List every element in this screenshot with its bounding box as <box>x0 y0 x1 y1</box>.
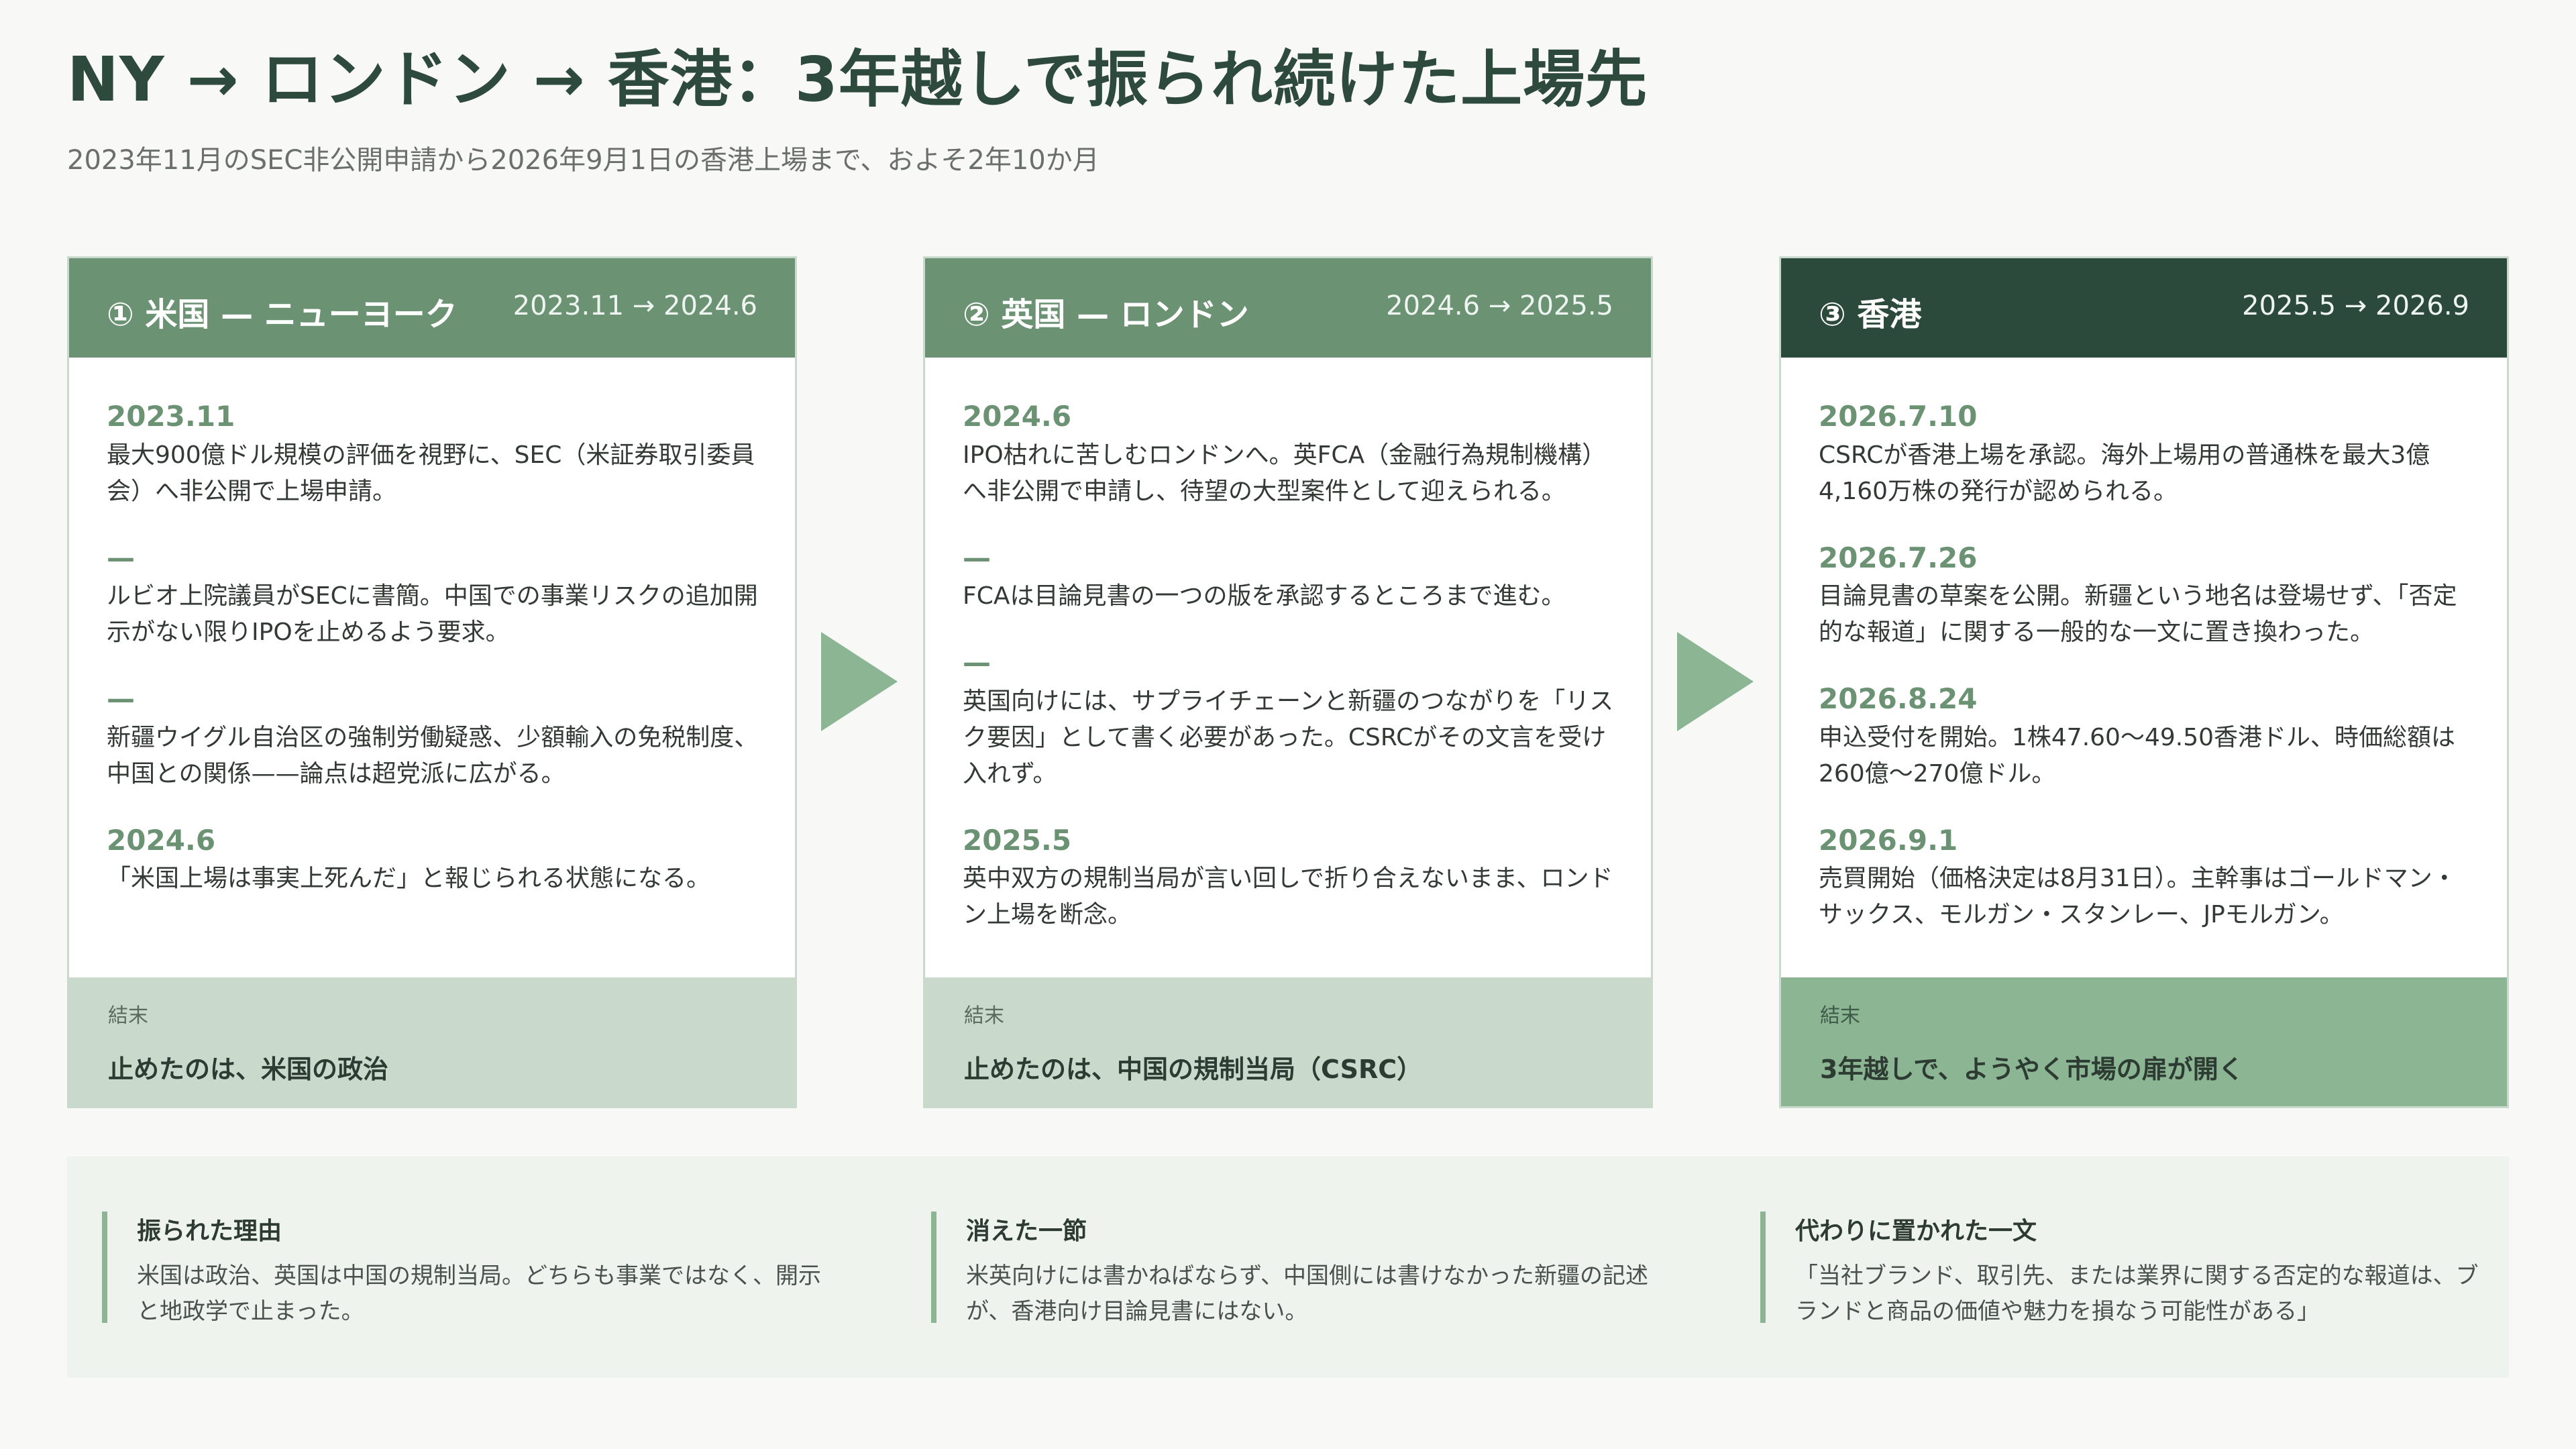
event-text: CSRCが香港上場を承認。海外上場用の普通株を最大3億4,160万株の発行が認め… <box>1819 441 2430 505</box>
event-date: 2026.9.1 <box>1819 823 1958 857</box>
event-date: — <box>963 646 991 679</box>
event-date: 2024.6 <box>107 823 216 857</box>
event-date: 2026.7.26 <box>1819 541 1978 574</box>
event-item: 2026.7.10 CSRCが香港上場を承認。海外上場用の普通株を最大3億4,1… <box>1819 399 2480 510</box>
stage-card-london: ② 英国 — ロンドン 2024.6 → 2025.5 2024.6 IPO枯れ… <box>923 256 1653 1108</box>
note-text: 米国は政治、英国は中国の規制当局。どちらも事業ではなく、開示と地政学で止まった。 <box>137 1263 821 1325</box>
event-item: 2025.5 英中双方の規制当局が言い回しで折り合えないまま、ロンドン上場を断念… <box>963 823 1624 934</box>
stage-name: ② 英国 — ロンドン <box>963 296 1249 333</box>
event-date: 2026.8.24 <box>1819 682 1978 715</box>
stage-period: 2023.11 → 2024.6 <box>513 290 757 321</box>
note-title: 振られた理由 <box>137 1218 282 1245</box>
event-item: — 英国向けには、サプライチェーンと新疆のつながりを「リスク要因」として書く必要… <box>963 645 1624 792</box>
stage-card-ny: ① 米国 — ニューヨーク 2023.11 → 2024.6 2023.11 最… <box>67 256 797 1108</box>
event-date: 2025.5 <box>963 823 1072 857</box>
note-text: 米英向けには書かねばならず、中国側には書けなかった新疆の記述が、香港向け目論見書… <box>966 1263 1648 1325</box>
arrow-right-icon <box>1677 632 1754 731</box>
stage-name: ③ 香港 <box>1819 296 1922 333</box>
event-date: 2026.7.10 <box>1819 400 1978 433</box>
summary-note: 振られた理由 米国は政治、英国は中国の規制当局。どちらも事業ではなく、開示と地政… <box>102 1212 840 1325</box>
page-subtitle: 2023年11月のSEC非公開申請から2026年9月1日の香港上場まで、およそ2… <box>67 145 1099 176</box>
event-text: ルビオ上院議員がSECに書簡。中国での事業リスクの追加開示がない限りIPOを止め… <box>107 582 758 646</box>
event-item: 2024.6 IPO枯れに苦しむロンドンへ。英FCA（金融行為規制機構）へ非公開… <box>963 399 1624 510</box>
event-date: — <box>107 541 135 574</box>
summary-note: 消えた一節 米英向けには書かねばならず、中国側には書けなかった新疆の記述が、香港… <box>931 1212 1669 1325</box>
stage-card-hongkong: ③ 香港 2025.5 → 2026.9 2026.7.10 CSRCが香港上場… <box>1779 256 2509 1108</box>
event-text: FCAは目論見書の一つの版を承認するところまで進む。 <box>963 582 1566 610</box>
event-date: 2024.6 <box>963 400 1072 433</box>
stage-outcome: 結末 止めたのは、中国の規制当局（CSRC） <box>925 977 1651 1106</box>
page-title: NY → ロンドン → 香港：3年越しで振られ続けた上場先 <box>67 44 1648 115</box>
event-item: 2023.11 最大900億ドル規模の評価を視野に、SEC（米証券取引委員会）へ… <box>107 399 768 510</box>
stage-header: ① 米国 — ニューヨーク 2023.11 → 2024.6 <box>69 258 795 358</box>
outcome-label: 結末 <box>108 1004 148 1028</box>
event-text: 英国向けには、サプライチェーンと新疆のつながりを「リスク要因」として書く必要があ… <box>963 687 1614 788</box>
event-item: 2024.6 「米国上場は事実上死んだ」と報じられる状態になる。 <box>107 823 768 898</box>
event-item: 2026.7.26 目論見書の草案を公開。新疆という地名は登場せず、「否定的な報… <box>1819 541 2480 651</box>
event-list: 2026.7.10 CSRCが香港上場を承認。海外上場用の普通株を最大3億4,1… <box>1819 399 2480 964</box>
event-item: 2026.9.1 売買開始（価格決定は8月31日）。主幹事はゴールドマン・サック… <box>1819 823 2480 934</box>
stage-name: ① 米国 — ニューヨーク <box>107 296 458 333</box>
stage-outcome: 結末 止めたのは、米国の政治 <box>69 977 795 1106</box>
outcome-label: 結末 <box>1820 1004 1860 1028</box>
event-text: 申込受付を開始。1株47.60〜49.50香港ドル、時価総額は260億〜270億… <box>1819 723 2456 788</box>
stage-period: 2024.6 → 2025.5 <box>1386 290 1613 321</box>
stage-outcome: 結末 3年越しで、ようやく市場の扉が開く <box>1781 977 2507 1106</box>
event-text: 最大900億ドル規模の評価を視野に、SEC（米証券取引委員会）へ非公開で上場申請… <box>107 441 755 505</box>
stage-header: ② 英国 — ロンドン 2024.6 → 2025.5 <box>925 258 1651 358</box>
outcome-text: 止めたのは、米国の政治 <box>108 1055 389 1084</box>
summary-panel: 振られた理由 米国は政治、英国は中国の規制当局。どちらも事業ではなく、開示と地政… <box>67 1157 2509 1378</box>
event-item: — 新疆ウイグル自治区の強制労働疑惑、少額輸入の免税制度、中国との関係——論点は… <box>107 682 768 792</box>
event-text: 目論見書の草案を公開。新疆という地名は登場せず、「否定的な報道」に関する一般的な… <box>1819 582 2457 646</box>
event-item: — ルビオ上院議員がSECに書簡。中国での事業リスクの追加開示がない限りIPOを… <box>107 541 768 651</box>
event-item: — FCAは目論見書の一つの版を承認するところまで進む。 <box>963 541 1624 615</box>
event-item: 2026.8.24 申込受付を開始。1株47.60〜49.50香港ドル、時価総額… <box>1819 682 2480 792</box>
event-date: — <box>963 541 991 574</box>
event-text: 英中双方の規制当局が言い回しで折り合えないまま、ロンドン上場を断念。 <box>963 865 1613 928</box>
stage-period: 2025.5 → 2026.9 <box>2242 290 2469 321</box>
arrow-right-icon <box>821 632 898 731</box>
outcome-text: 止めたのは、中国の規制当局（CSRC） <box>964 1055 1423 1084</box>
stage-header: ③ 香港 2025.5 → 2026.9 <box>1781 258 2507 358</box>
outcome-text: 3年越しで、ようやく市場の扉が開く <box>1820 1055 2244 1084</box>
event-date: — <box>107 682 135 715</box>
event-text: 新疆ウイグル自治区の強制労働疑惑、少額輸入の免税制度、中国との関係——論点は超党… <box>107 723 759 788</box>
stage-flow: ① 米国 — ニューヨーク 2023.11 → 2024.6 2023.11 最… <box>67 256 2509 1110</box>
event-text: 売買開始（価格決定は8月31日）。主幹事はゴールドマン・サックス、モルガン・スタ… <box>1819 865 2457 928</box>
note-title: 消えた一節 <box>966 1218 1087 1245</box>
event-text: 「米国上場は事実上死んだ」と報じられる状態になる。 <box>107 865 711 892</box>
summary-note: 代わりに置かれた一文 「当社ブランド、取引先、または業界に関する否定的な報道は、… <box>1760 1212 2498 1325</box>
note-text: 「当社ブランド、取引先、または業界に関する否定的な報道は、ブランドと商品の価値や… <box>1795 1263 2479 1325</box>
event-list: 2024.6 IPO枯れに苦しむロンドンへ。英FCA（金融行為規制機構）へ非公開… <box>963 399 1624 964</box>
note-title: 代わりに置かれた一文 <box>1795 1218 2037 1245</box>
outcome-label: 結末 <box>964 1004 1004 1028</box>
event-date: 2023.11 <box>107 400 235 433</box>
event-text: IPO枯れに苦しむロンドンへ。英FCA（金融行為規制機構）へ非公開で申請し、待望… <box>963 441 1607 505</box>
event-list: 2023.11 最大900億ドル規模の評価を視野に、SEC（米証券取引委員会）へ… <box>107 399 768 928</box>
